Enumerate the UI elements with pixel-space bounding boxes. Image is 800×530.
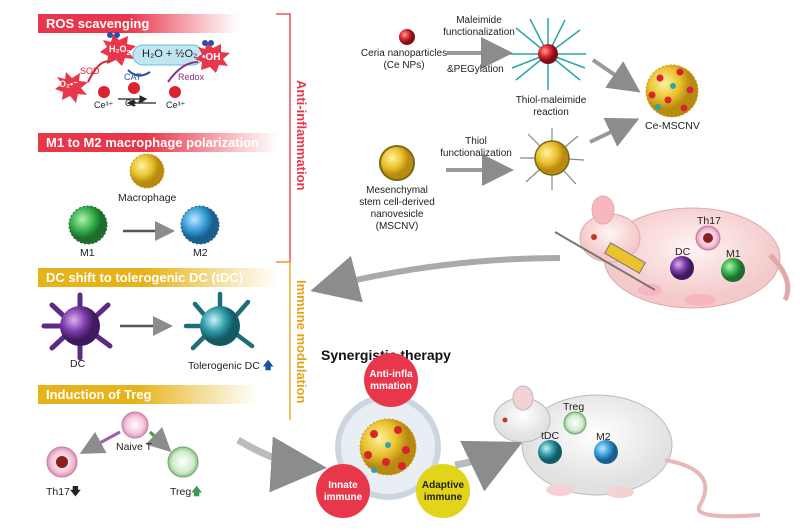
products-label: H₂O + ½O₂ xyxy=(142,48,198,60)
pegylation-label: &PEGylation xyxy=(447,64,504,75)
m1-label: M1 xyxy=(80,247,95,259)
down-arrow-icon: 🡇 xyxy=(69,486,81,498)
ceria-np-icon xyxy=(399,29,415,45)
banner-dc: DC shift to tolerogenic DC (tDC) xyxy=(38,268,278,287)
th17-label: Th17🡇 xyxy=(46,484,81,502)
naive-t-cell-icon xyxy=(121,411,149,439)
ce-particle-right xyxy=(169,86,181,98)
o2-radical-label: O₂•⁻ xyxy=(59,79,78,89)
banner-dc-label: DC shift to tolerogenic DC (tDC) xyxy=(46,270,244,285)
to-ce-mscnv-arrow-top xyxy=(591,58,641,93)
banner-m1m2-label: M1 to M2 macrophage polarization xyxy=(46,135,260,150)
tdc-cell-icon xyxy=(183,291,255,351)
naive-to-treg-arrow xyxy=(145,426,172,453)
tdc-text: Tolerogenic DC xyxy=(188,360,260,372)
dc-cell-icon xyxy=(41,292,113,361)
tdc-label: Tolerogenic DC 🡅 xyxy=(188,358,274,376)
m2-label: M2 xyxy=(193,247,208,259)
up-arrow-icon: 🡅 xyxy=(262,360,274,372)
banner-ros: ROS scavenging xyxy=(38,14,238,33)
ce-mscnv-label: Ce-MSCNV xyxy=(645,120,700,132)
banner-treg: Induction of Treg xyxy=(38,385,258,404)
treg-to-therapy-arrow xyxy=(236,436,327,493)
rat-top-th17-label: Th17 xyxy=(697,215,721,227)
therapy-to-rat-arrow xyxy=(454,440,523,492)
anti-inflammation-label: Anti-inflammation xyxy=(294,80,309,191)
sod-label: SOD xyxy=(80,66,100,76)
ce-particle-left xyxy=(98,86,110,98)
th17-text: Th17 xyxy=(46,486,70,498)
rat-tdc-icon xyxy=(538,440,562,464)
anti-inflammation-text: Anti-infla mmation xyxy=(369,369,413,392)
adaptive-immune-circle xyxy=(416,464,470,518)
ce-particle-mid xyxy=(128,82,140,94)
ce4-label: Ce⁴⁺ xyxy=(125,98,146,108)
thiol-label: Thiol functionalization xyxy=(440,136,512,159)
immune-modulation-label: Immune modulation xyxy=(294,280,309,404)
oh-radical-label: •OH xyxy=(202,52,221,63)
naive-to-th17-arrow xyxy=(79,430,121,454)
banner-treg-label: Induction of Treg xyxy=(46,387,152,402)
rat-m1-icon xyxy=(721,258,745,282)
return-arrow xyxy=(310,255,561,303)
macrophage-cell-icon xyxy=(129,153,165,189)
ce3-left-label: Ce³⁺ xyxy=(94,100,114,110)
h2o-text: H₂O xyxy=(109,44,127,54)
rat-top-m1-label: M1 xyxy=(726,248,741,260)
oh-radical-star-icon xyxy=(195,42,230,73)
m1-cell-icon xyxy=(68,205,108,245)
treg-up-arrow-icon: 🡅 xyxy=(191,486,202,498)
macrophage-label: Macrophage xyxy=(118,192,177,204)
rat-top-dc-label: DC xyxy=(675,246,691,258)
mscnv-label: Mesenchymal stem cell-derived nanovesicl… xyxy=(359,185,435,232)
therapy-ce-mscnv-icon xyxy=(359,418,417,476)
syringe-icon xyxy=(554,231,656,291)
ce3-right-label: Ce³⁺ xyxy=(166,100,186,110)
h2o2-subscript: 2 xyxy=(126,49,131,57)
immune-modulation-bracket xyxy=(276,261,291,420)
redox-label: Redox xyxy=(178,72,205,82)
h2o2-star-icon xyxy=(100,34,136,66)
rat-bottom-m2-label: M2 xyxy=(596,431,611,443)
to-ce-mscnv-arrow-bottom xyxy=(589,117,640,147)
rat-dc-icon xyxy=(670,256,694,280)
mscnv-icon xyxy=(379,145,415,181)
rat-m2-icon xyxy=(594,440,618,464)
rat-bottom-icon xyxy=(493,385,761,519)
rat-treg-icon xyxy=(563,411,587,435)
anti-inflammation-circle xyxy=(364,353,418,407)
innate-immune-circle xyxy=(316,464,370,518)
rat-icon xyxy=(579,195,791,309)
o2-radical-star-icon xyxy=(55,72,88,103)
dc-label: DC xyxy=(70,358,86,370)
maleimide-label: Maleimide functionalization xyxy=(443,15,515,38)
ce-mscnv-icon xyxy=(645,64,699,118)
innate-immune-text: Innate immune xyxy=(323,480,363,503)
cat-label: CAT xyxy=(124,72,142,82)
naive-t-label: Naive T xyxy=(116,441,152,453)
rat-bottom-treg-label: Treg xyxy=(563,401,585,413)
rat-bottom-tdc-label: tDC xyxy=(541,430,560,442)
banner-m1m2: M1 to M2 macrophage polarization xyxy=(38,133,278,152)
treg-cell-icon xyxy=(167,446,199,478)
h2o2-label: H₂O2 xyxy=(109,44,130,57)
banner-ros-label: ROS scavenging xyxy=(46,16,150,31)
ceria-label: Ceria nanoparticles (Ce NPs) xyxy=(360,48,448,71)
m2-cell-icon xyxy=(180,205,220,245)
treg-label: Treg🡅 xyxy=(170,484,202,502)
treg-text: Treg xyxy=(170,486,192,498)
thiol-maleimide-label: Thiol-maleimide reaction xyxy=(515,95,587,118)
adaptive-immune-text: Adaptive immune xyxy=(421,480,465,503)
